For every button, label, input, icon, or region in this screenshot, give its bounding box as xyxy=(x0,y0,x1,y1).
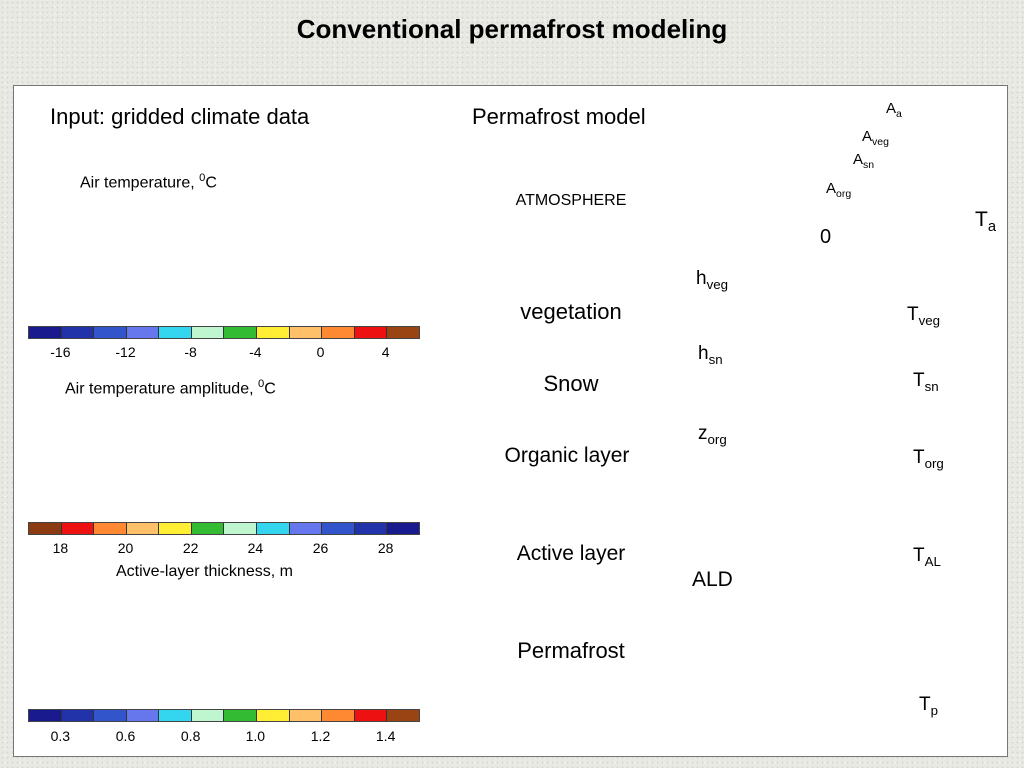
colorbar-swatch xyxy=(29,523,62,534)
a-org-label: Aorg xyxy=(826,180,852,200)
colorbar-swatch xyxy=(224,523,258,534)
colorbar-swatch xyxy=(61,327,95,338)
snow-label: Snow xyxy=(543,371,599,396)
map-1-label: Air temperature, 0C xyxy=(80,172,217,192)
colorbar-swatch xyxy=(61,523,95,534)
t-p-label: Tp xyxy=(919,694,939,718)
colorbar-tick-label: 1.4 xyxy=(375,728,396,744)
t-sn-label: Tsn xyxy=(913,370,939,394)
colorbar-tick-label: 0 xyxy=(316,344,325,360)
permafrost-label: Permafrost xyxy=(517,638,625,663)
colorbar-swatch xyxy=(94,523,127,534)
colorbar-swatch xyxy=(61,710,95,721)
colorbar-swatch xyxy=(29,710,62,721)
colorbar-swatch xyxy=(354,710,388,721)
colorbar-tick-label: 1.0 xyxy=(245,728,266,744)
colorbar-swatch xyxy=(159,327,192,338)
t-org-label: Torg xyxy=(913,447,944,471)
colorbar-tick-label: 18 xyxy=(52,540,69,556)
colorbar-swatch xyxy=(257,523,290,534)
colorbar-swatch xyxy=(289,523,323,534)
colorbar-swatch xyxy=(126,710,160,721)
colorbar-swatch xyxy=(159,710,192,721)
colorbar-swatch xyxy=(126,523,160,534)
colorbar-swatch xyxy=(322,327,355,338)
colorbar-swatch xyxy=(387,327,419,338)
colorbar-tick-label: 0.8 xyxy=(180,728,201,744)
colorbar-swatch xyxy=(224,327,258,338)
colorbar-tick-label: 24 xyxy=(247,540,264,556)
map-1-ticks: -16 -12 -8 -4 0 4 xyxy=(28,344,418,362)
a-veg-label: Aveg xyxy=(862,128,889,148)
input-header: Input: gridded climate data xyxy=(50,104,310,129)
map-2-ticks: 18 20 22 24 26 28 xyxy=(28,540,418,558)
vegetation-label: vegetation xyxy=(520,299,622,324)
z-org-label: zorg xyxy=(698,423,727,447)
colorbar-swatch xyxy=(354,327,388,338)
colorbar-tick-label: 0.3 xyxy=(50,728,71,744)
map-1-colorbar xyxy=(28,326,420,339)
t-al-label: TAL xyxy=(913,545,941,569)
model-header: Permafrost model xyxy=(472,104,646,129)
t-veg-label: Tveg xyxy=(907,304,941,328)
map-3-colorbar xyxy=(28,709,420,722)
colorbar-tick-label: 26 xyxy=(312,540,329,556)
colorbar-tick-label: -16 xyxy=(50,344,71,360)
colorbar-swatch xyxy=(387,710,419,721)
h-sn-label: hsn xyxy=(698,343,723,367)
t-a-label: Ta xyxy=(975,208,996,236)
colorbar-tick-label: 0.6 xyxy=(115,728,136,744)
colorbar-swatch xyxy=(191,710,225,721)
colorbar-swatch xyxy=(159,523,192,534)
colorbar-swatch xyxy=(289,710,323,721)
colorbar-tick-label: -4 xyxy=(249,344,262,360)
zero-label: 0 xyxy=(820,226,832,248)
colorbar-swatch xyxy=(387,523,419,534)
colorbar-swatch xyxy=(354,523,388,534)
colorbar-swatch xyxy=(126,327,160,338)
colorbar-swatch xyxy=(322,523,355,534)
colorbar-swatch xyxy=(94,327,127,338)
colorbar-tick-label: 28 xyxy=(377,540,394,556)
colorbar-swatch xyxy=(191,327,225,338)
colorbar-swatch xyxy=(257,327,290,338)
a-a-label: Aa xyxy=(886,100,902,120)
content-panel xyxy=(13,85,1008,757)
a-sn-label: Asn xyxy=(853,151,875,171)
colorbar-swatch xyxy=(322,710,355,721)
colorbar-swatch xyxy=(191,523,225,534)
colorbar-tick-label: 4 xyxy=(381,344,390,360)
map-3-label: Active-layer thickness, m xyxy=(116,563,293,580)
page-title: Conventional permafrost modeling xyxy=(296,14,728,44)
h-veg-label: hveg xyxy=(696,268,729,292)
colorbar-swatch xyxy=(29,327,62,338)
colorbar-tick-label: 22 xyxy=(182,540,199,556)
colorbar-swatch xyxy=(94,710,127,721)
map-3-ticks: 0.3 0.6 0.8 1.0 1.2 1.4 xyxy=(28,728,418,746)
organic-layer-label: Organic layer xyxy=(504,444,630,467)
map-2-colorbar xyxy=(28,522,420,535)
ald-label: ALD xyxy=(692,568,733,591)
colorbar-tick-label: 20 xyxy=(117,540,134,556)
colorbar-swatch xyxy=(289,327,323,338)
colorbar-swatch xyxy=(224,710,258,721)
atmosphere-label: ATMOSPHERE xyxy=(515,192,627,209)
colorbar-swatch xyxy=(257,710,290,721)
active-layer-label: Active layer xyxy=(516,542,626,565)
colorbar-tick-label: -12 xyxy=(115,344,136,360)
map-2-label: Air temperature amplitude, 0C xyxy=(65,378,276,398)
colorbar-tick-label: 1.2 xyxy=(310,728,331,744)
colorbar-tick-label: -8 xyxy=(184,344,197,360)
